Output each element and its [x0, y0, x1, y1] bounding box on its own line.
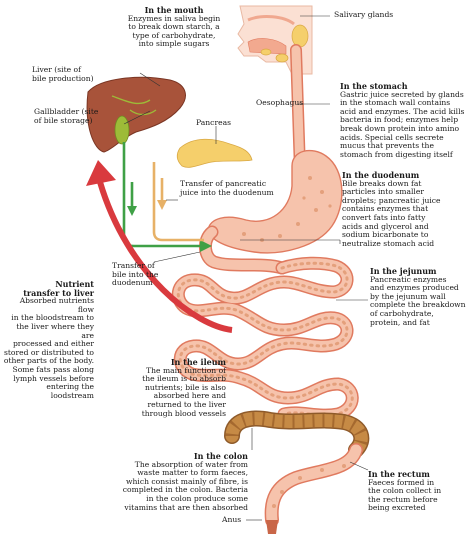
tongue — [247, 38, 287, 55]
ileum-description: The main function of the ileum is to abs… — [141, 365, 226, 418]
duodenum-title: In the duodenum — [342, 170, 420, 180]
nutrient-callout: Nutrient transfer to liver Absorbed nutr… — [2, 280, 94, 400]
pancreas-label: Pancreas — [196, 118, 231, 127]
rectum-description: Faeces formed in the colon collect in th… — [368, 477, 442, 513]
colon-title: In the colon — [193, 451, 248, 461]
stomach — [207, 149, 343, 254]
jejunum-description: Pancreatic enzymes and enzymes produced … — [370, 274, 466, 327]
gallbladder — [114, 115, 130, 145]
small-intestine — [171, 256, 359, 422]
jejunum-title: In the jejunum — [370, 266, 437, 276]
colon-callout: In the colon The absorption of water fro… — [104, 452, 248, 512]
ileum-title: In the ileum — [170, 357, 226, 367]
duodenum-description: Bile breaks down fat particles into smal… — [342, 178, 441, 248]
gallbladder-label: Gallbladder (site of bile storage) — [34, 107, 99, 125]
nutrient-description: Absorbed nutrients flow in the bloodstre… — [3, 296, 94, 400]
colon — [224, 410, 370, 458]
pancreatic-duct — [152, 162, 204, 242]
ileum-callout: In the ileum The main function of the il… — [108, 358, 226, 418]
bile-down-arrow — [127, 206, 137, 216]
nasal-cavity — [247, 15, 295, 26]
rectum-title: In the rectum — [368, 469, 430, 479]
liver — [86, 76, 186, 153]
anus-label: Anus — [222, 515, 242, 524]
rectum-callout: In the rectum Faeces formed in the colon… — [368, 470, 472, 513]
colon-description: The absorption of water from waste matte… — [122, 459, 248, 512]
salivary-glands-label: Salivary glands — [334, 10, 394, 19]
pancreatic-transfer-label: Transfer of pancreatic juice into the du… — [180, 179, 274, 197]
anus — [266, 520, 278, 534]
bile-transfer-label: Transfer of bile into the duodenum — [112, 261, 159, 288]
stomach-description: Gastric juice secreted by glands in the … — [340, 89, 465, 159]
nutrient-title: Nutrient transfer to liver — [23, 279, 94, 298]
liver-label: Liver (site of bile production) — [32, 65, 94, 83]
stomach-rugae — [242, 176, 332, 242]
pancreas — [176, 138, 253, 168]
nutrient-transfer-arrow — [97, 181, 233, 333]
mouth-callout: In the mouth Enzymes in saliva begin to … — [112, 6, 236, 49]
pancreatic-down-arrow — [157, 200, 167, 210]
oesophagus-label: Oesophagus — [256, 98, 304, 107]
salivary-gland-parotid — [291, 24, 309, 48]
salivary-gland-submandibular — [275, 53, 289, 63]
stomach-title: In the stomach — [340, 81, 408, 91]
mouth-description: Enzymes in saliva begin to break down st… — [127, 13, 221, 49]
jejunum-callout: In the jejunum Pancreatic enzymes and en… — [370, 267, 474, 327]
mouth-title: In the mouth — [144, 5, 204, 15]
salivary-gland-sublingual — [260, 48, 272, 56]
bile-transfer-arrow — [200, 240, 212, 252]
stomach-callout: In the stomach Gastric juice secreted by… — [340, 82, 472, 159]
duodenum-callout: In the duodenum Bile breaks down fat par… — [342, 171, 472, 248]
leader-lines — [123, 15, 369, 521]
